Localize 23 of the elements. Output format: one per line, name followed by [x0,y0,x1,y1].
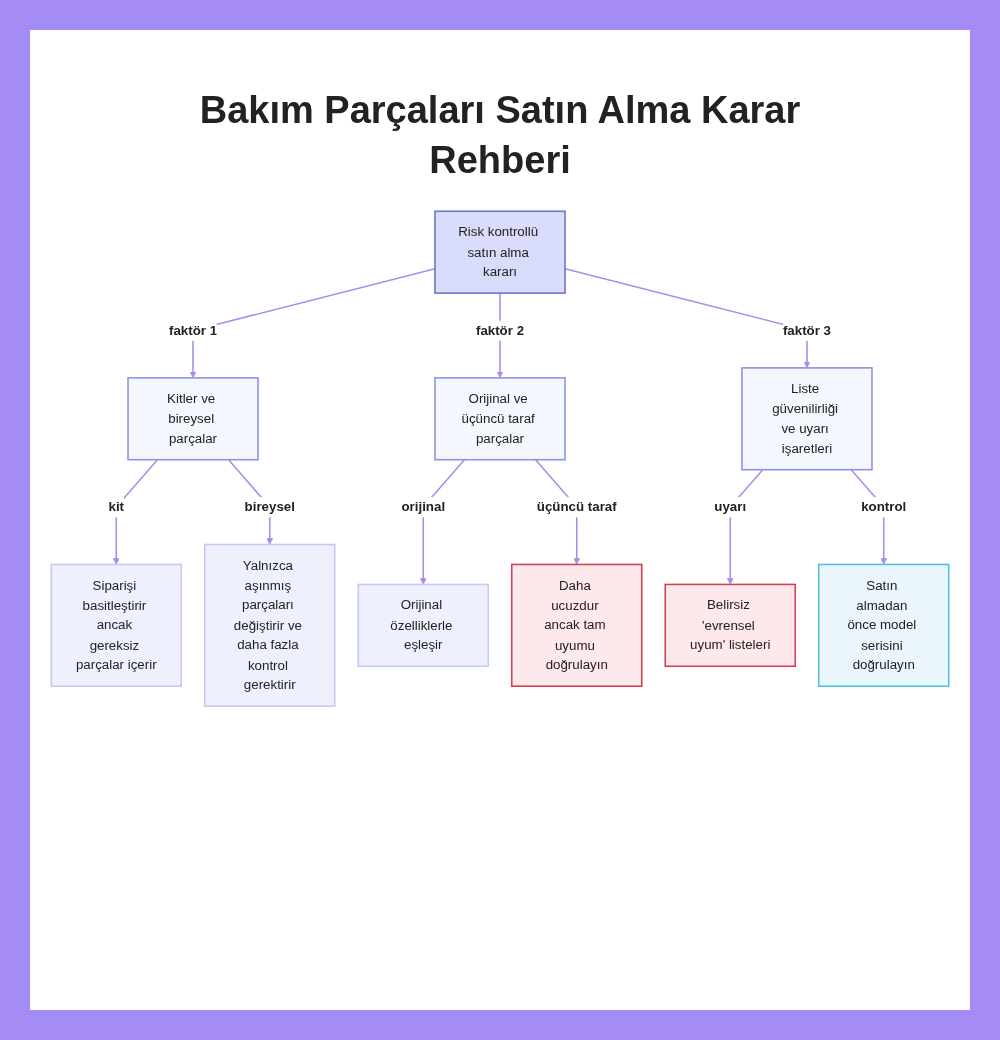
diagram-title: Bakım Parçaları Satın Alma Karar Rehberi [198,88,802,183]
node-box [127,377,259,461]
card-background: Bakım Parçaları Satın Alma Karar Rehberi faktör 1 faktör 2 faktör 3 kit bireysel orijinal üçüncü taraf uyarı kontrol Risk kontrollü satın alma kararı Kitler ve bireysel parçalar Orijinal ve üçüncü taraf parçalar Liste güvenilirliği ve uyarı işaretleri Siparişi basitleştirir ancak gereksiz parçalar içerir Yalnızca aşınmış parçaları değiştirir ve daha fazla kontrol gerektirir Orijinal özelliklerle eşleşir Daha ucuzdur ancak tam uyumu doğrulayın Belirsiz 'evrensel uyum' listeleri Satın almadan önce model serisini doğrulayın [30,30,970,1010]
edge-label: faktör 2 [475,322,525,338]
edge-label: faktör 1 [168,322,218,338]
node-box [203,543,336,707]
edge-label: üçüncü taraf [536,499,617,515]
edge-label: orijinal [401,499,446,515]
edge-label: bireysel [244,499,295,515]
node-box [741,367,873,471]
node-box [434,210,566,294]
node-box [434,377,566,461]
arrow [112,458,159,565]
edge-label: faktör 3 [782,322,832,338]
edge-label: kit [108,499,125,515]
arrow [189,268,436,379]
node-box [510,563,643,687]
node-box [50,563,183,687]
edge-label: uyarı [714,499,747,515]
edge-label: kontrol [861,499,907,515]
node-box [357,583,490,668]
node-box [664,583,797,668]
node-box [817,563,950,687]
